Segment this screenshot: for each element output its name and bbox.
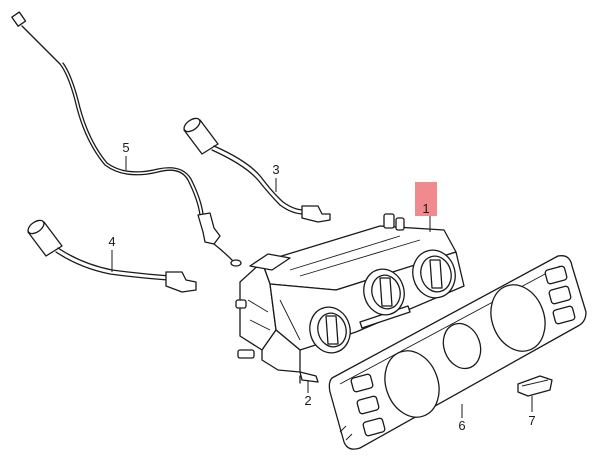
callout-5[interactable]: 5 <box>122 140 129 155</box>
knob-left <box>309 306 351 354</box>
callout-6[interactable]: 6 <box>458 418 465 433</box>
cable-5 <box>11 11 242 267</box>
knob-right <box>412 249 456 299</box>
callout-2[interactable]: 2 <box>304 393 311 408</box>
cable-4 <box>27 219 197 293</box>
callout-7[interactable]: 7 <box>528 413 535 428</box>
callout-1-highlight <box>415 182 437 216</box>
knob-middle <box>363 268 405 316</box>
cable-3 <box>183 117 331 223</box>
screw-2 <box>299 371 319 384</box>
trim-bezel <box>328 255 587 450</box>
cap-7 <box>517 375 553 397</box>
callout-3[interactable]: 3 <box>272 162 279 177</box>
control-unit <box>235 213 465 373</box>
callout-1[interactable]: 1 <box>422 201 429 216</box>
callouts: 1 2 3 4 5 6 7 <box>108 140 535 433</box>
callout-4[interactable]: 4 <box>108 234 115 249</box>
